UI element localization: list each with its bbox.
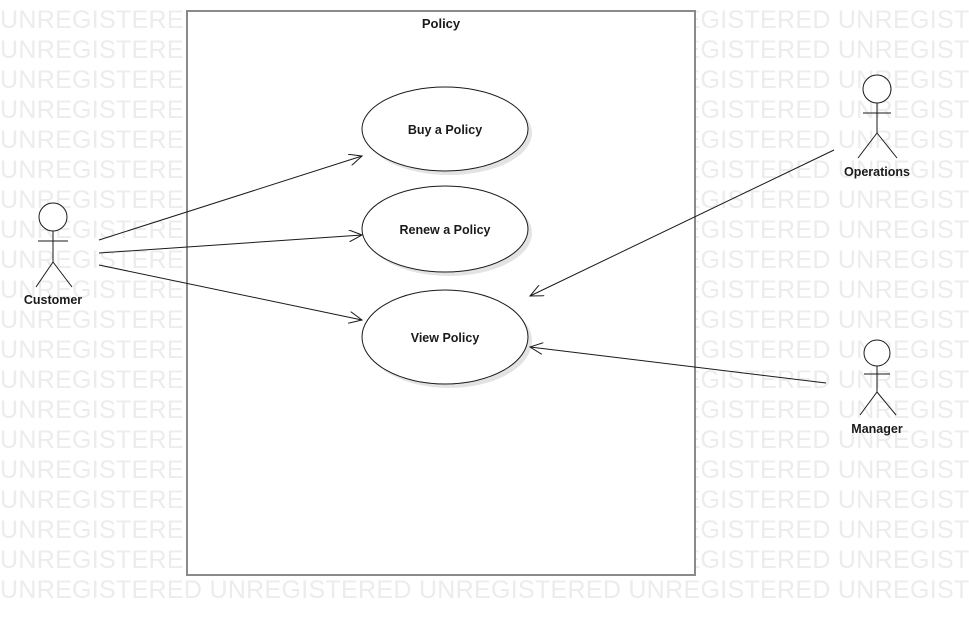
association-operations-view[interactable] <box>530 149 835 296</box>
actor-customer[interactable]: Customer <box>24 202 82 307</box>
use-case-view-policy[interactable]: View Policy <box>361 289 532 388</box>
use-case-label: Renew a Policy <box>399 223 490 237</box>
use-case-label: Buy a Policy <box>408 123 482 137</box>
association-customer-renew[interactable] <box>98 235 362 254</box>
stick-figure-icon <box>859 339 897 416</box>
association-manager-view[interactable] <box>530 347 827 384</box>
association-customer-view[interactable] <box>98 264 362 320</box>
use-case-buy-a-policy[interactable]: Buy a Policy <box>361 86 532 175</box>
actor-manager[interactable]: Manager <box>851 339 903 436</box>
stick-figure-icon <box>857 74 898 159</box>
actor-label: Manager <box>851 422 903 436</box>
stick-figure-icon <box>35 202 73 288</box>
use-case-label: View Policy <box>411 331 480 345</box>
actor-label: Operations <box>844 165 910 179</box>
system-title: Policy <box>421 16 461 31</box>
use-case-renew-a-policy[interactable]: Renew a Policy <box>361 185 532 276</box>
actor-label: Customer <box>24 293 82 307</box>
association-customer-buy[interactable] <box>98 156 362 241</box>
actor-operations[interactable]: Operations <box>844 74 910 179</box>
